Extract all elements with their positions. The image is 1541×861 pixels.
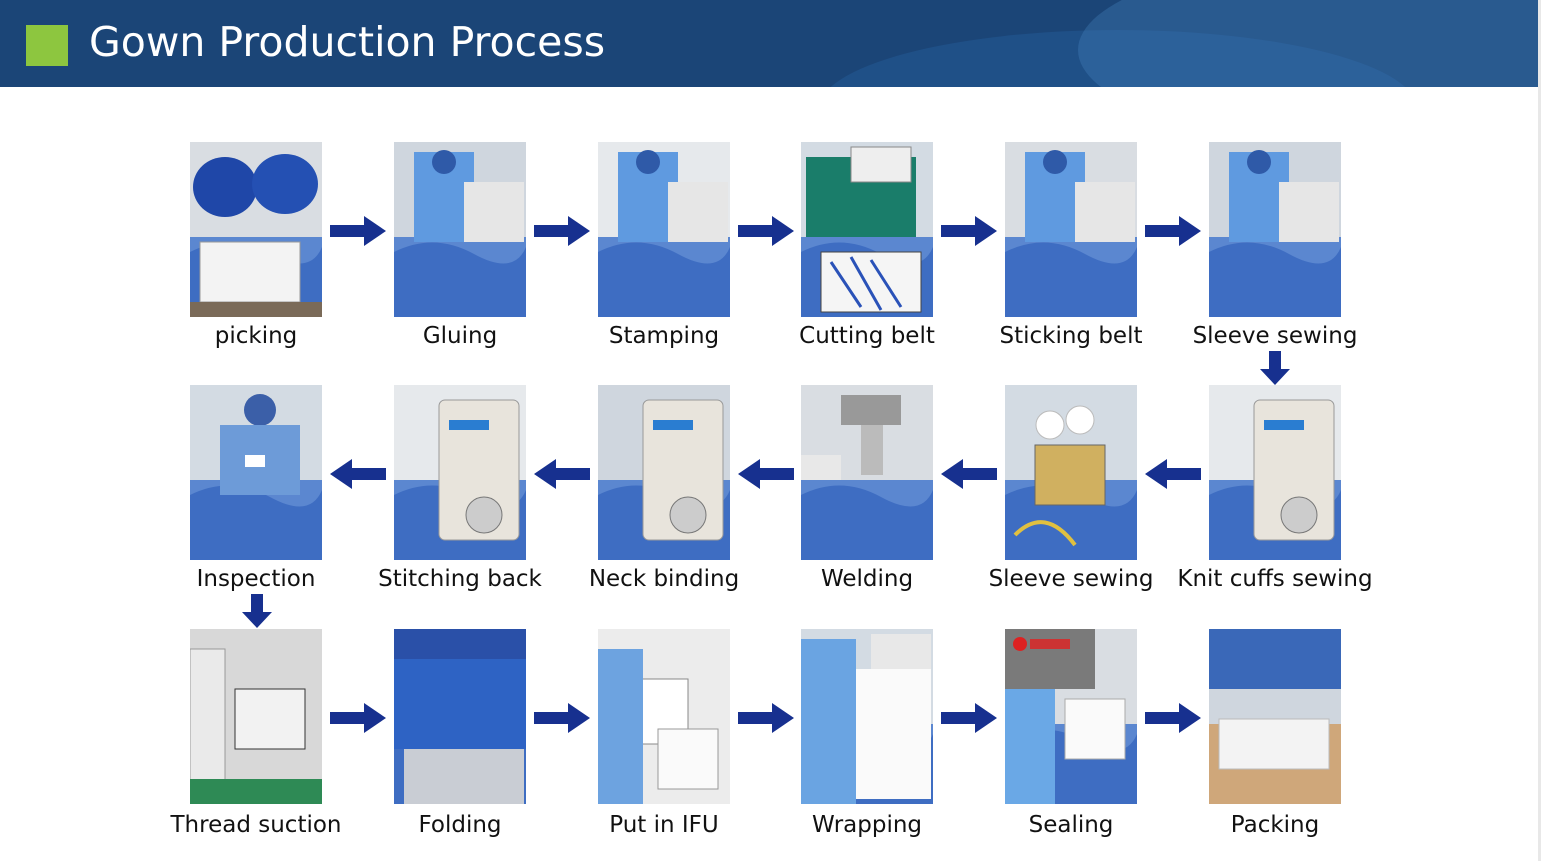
sewing-machine-photo — [1209, 385, 1341, 560]
step-label-9: Welding — [762, 565, 972, 593]
step-label-5: Sticking belt — [966, 322, 1176, 350]
step-photo-16 — [801, 629, 933, 804]
step-photo-5 — [1005, 142, 1137, 317]
flow-arrow-left-icon — [534, 459, 590, 489]
step-photo-14 — [394, 629, 526, 804]
step-photo-3 — [598, 142, 730, 317]
step-label-18: Packing — [1170, 811, 1380, 839]
overlock-photo — [1005, 385, 1137, 560]
sewing-machine-photo — [394, 385, 526, 560]
folding-photo — [394, 629, 526, 804]
step-label-12: Inspection — [151, 565, 361, 593]
step-photo-12 — [190, 385, 322, 560]
accent-square — [26, 25, 68, 66]
step-label-13: Thread suction — [151, 811, 361, 839]
step-photo-10 — [598, 385, 730, 560]
flow-arrow-right-icon — [534, 703, 590, 733]
flow-arrow-right-icon — [534, 216, 590, 246]
step-photo-6 — [1209, 142, 1341, 317]
document-photo — [598, 629, 730, 804]
title-banner: Gown Production Process — [0, 0, 1538, 87]
step-label-7: Knit cuffs sewing — [1170, 565, 1380, 593]
flow-arrow-right-icon — [330, 703, 386, 733]
step-photo-8 — [1005, 385, 1137, 560]
step-label-6: Sleeve sewing — [1170, 322, 1380, 350]
step-label-14: Folding — [355, 811, 565, 839]
flow-arrow-down-icon — [242, 594, 272, 628]
step-label-16: Wrapping — [762, 811, 972, 839]
flow-arrow-right-icon — [1145, 216, 1201, 246]
step-label-11: Stitching back — [355, 565, 565, 593]
wrapping-photo — [801, 629, 933, 804]
step-photo-11 — [394, 385, 526, 560]
step-photo-15 — [598, 629, 730, 804]
gluing-photo — [394, 142, 526, 317]
step-photo-4 — [801, 142, 933, 317]
sealing-machine-photo — [1005, 629, 1137, 804]
flow-arrow-left-icon — [738, 459, 794, 489]
step-photo-7 — [1209, 385, 1341, 560]
box-photo — [1209, 629, 1341, 804]
welding-photo — [801, 385, 933, 560]
cutting-machine-photo — [801, 142, 933, 317]
step-label-10: Neck binding — [559, 565, 769, 593]
step-label-15: Put in IFU — [559, 811, 769, 839]
step-label-1: picking — [151, 322, 361, 350]
step-photo-1 — [190, 142, 322, 317]
step-label-3: Stamping — [559, 322, 769, 350]
fabric-photo — [1005, 142, 1137, 317]
step-photo-18 — [1209, 629, 1341, 804]
step-photo-17 — [1005, 629, 1137, 804]
step-photo-13 — [190, 629, 322, 804]
sewing-machine-photo — [598, 385, 730, 560]
flow-arrow-right-icon — [330, 216, 386, 246]
step-label-8: Sleeve sewing — [966, 565, 1176, 593]
step-label-2: Gluing — [355, 322, 565, 350]
flow-arrow-right-icon — [941, 216, 997, 246]
laundry-cart-photo — [190, 142, 322, 317]
flow-arrow-right-icon — [941, 703, 997, 733]
flow-arrow-left-icon — [1145, 459, 1201, 489]
step-label-17: Sealing — [966, 811, 1176, 839]
sewing-photo — [1209, 142, 1341, 317]
flow-arrow-down-icon — [1260, 351, 1290, 385]
flow-arrow-left-icon — [941, 459, 997, 489]
flow-arrow-right-icon — [1145, 703, 1201, 733]
flow-arrow-right-icon — [738, 216, 794, 246]
page-title: Gown Production Process — [89, 16, 605, 68]
suction-machine-photo — [190, 629, 322, 804]
step-photo-2 — [394, 142, 526, 317]
step-photo-9 — [801, 385, 933, 560]
step-label-4: Cutting belt — [762, 322, 972, 350]
flow-arrow-left-icon — [330, 459, 386, 489]
stamping-photo — [598, 142, 730, 317]
inspection-photo — [190, 385, 322, 560]
flow-arrow-right-icon — [738, 703, 794, 733]
